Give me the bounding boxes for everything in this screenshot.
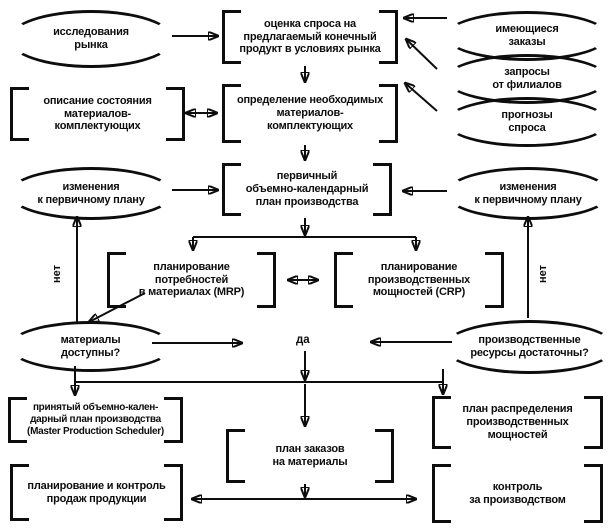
box-accepted-plan: принятый объемно-кален- дарный план прои…	[8, 397, 183, 443]
box-material-orders-plan: план заказов на материалы	[226, 429, 394, 483]
box-capacity-plan: план распределения производственных мощн…	[432, 396, 603, 449]
oval-market-research: исследования рынка	[8, 10, 174, 68]
box-master-schedule: первичный объемно-календарный план произ…	[222, 163, 392, 216]
label-yes: да	[296, 334, 310, 346]
box-mrp: планирование потребностей в материалах (…	[107, 252, 276, 308]
oval-plan-changes-right: изменения к первичному плану	[445, 167, 611, 220]
box-materials-needed: определение необходимых материалов- комп…	[222, 84, 398, 143]
oval-demand-forecasts: прогнозы спроса	[445, 97, 609, 147]
box-demand-assessment: оценка спроса на предлагаемый конечный п…	[222, 10, 398, 64]
oval-resources-sufficient: производственные ресурсы достаточны?	[443, 320, 611, 374]
label-no-right: нет	[537, 265, 549, 284]
box-sales-control: планирование и контроль продаж продукции	[10, 464, 183, 521]
box-production-control: контроль за производством	[432, 464, 603, 523]
arrow-forecasts-to-assessment	[405, 83, 438, 112]
oval-materials-available: материалы доступны?	[8, 321, 173, 372]
label-no-left: нет	[51, 265, 63, 284]
arrow-branch-requests-to-assessment	[406, 39, 438, 70]
oval-plan-changes-left: изменения к первичному плану	[8, 167, 174, 220]
box-materials-state: описание состояния материалов- комплекту…	[10, 87, 185, 141]
box-crp: планирование производственных мощностей …	[334, 252, 504, 308]
